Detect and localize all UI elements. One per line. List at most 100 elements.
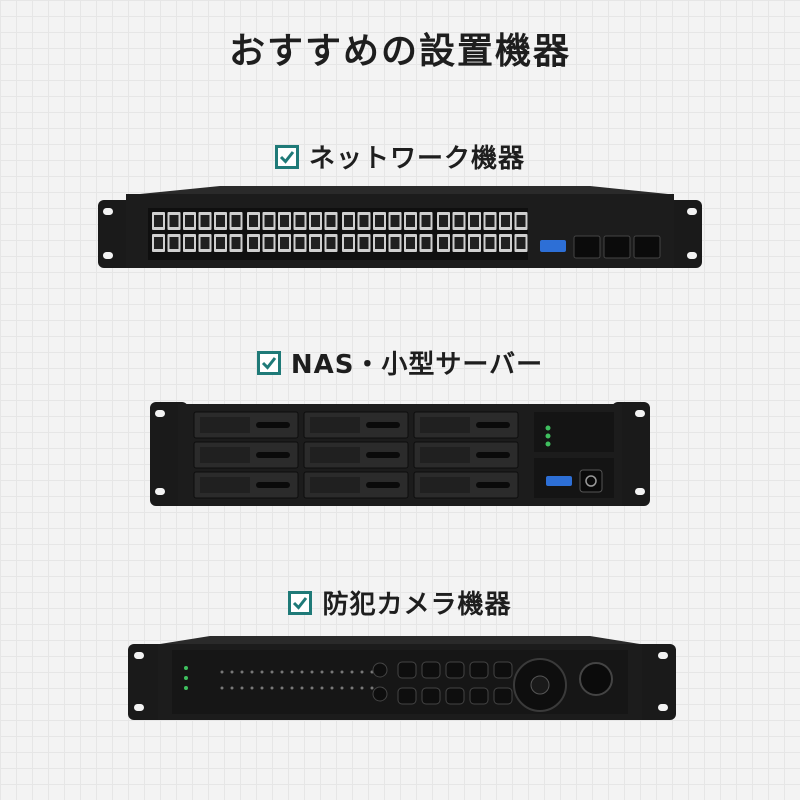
ethernet-port-socket [216, 215, 225, 227]
control-button [445, 661, 465, 679]
drive-bay-latch [256, 422, 290, 428]
control-button [493, 687, 513, 705]
drive-bay-latch [476, 482, 510, 488]
ethernet-port-socket [280, 215, 289, 227]
page-title: おすすめの設置機器 [228, 31, 571, 72]
checkbox-checked-icon [288, 590, 313, 615]
channel-led [250, 670, 254, 674]
ethernet-port-socket [344, 237, 353, 249]
channel-led [270, 670, 274, 674]
ethernet-port-socket [390, 215, 400, 227]
drive-bay-vent [420, 477, 470, 493]
channel-led [350, 686, 354, 690]
drive-bay-latch [256, 482, 290, 488]
channel-led [280, 686, 284, 690]
ethernet-port-socket [280, 237, 289, 249]
ethernet-port-socket [406, 215, 415, 227]
status-led [184, 686, 188, 690]
ethernet-port-socket [216, 237, 225, 249]
channel-led [310, 686, 314, 690]
control-button [397, 687, 417, 705]
checkbox-checked-icon [256, 350, 281, 375]
ethernet-port-socket [311, 237, 320, 249]
channel-led [320, 686, 324, 690]
ethernet-port-socket [200, 215, 210, 227]
control-button [469, 687, 489, 705]
ethernet-port-socket [295, 237, 305, 249]
channel-led [230, 686, 234, 690]
ethernet-port-socket [516, 237, 526, 249]
ethernet-port-socket [375, 215, 384, 227]
ethernet-port-socket [169, 215, 179, 227]
ethernet-port-socket [311, 215, 320, 227]
ethernet-port-socket [406, 237, 415, 249]
section-label-nas: NAS・小型サーバー [0, 344, 800, 381]
channel-led [370, 686, 374, 690]
ethernet-port-socket [326, 215, 336, 227]
control-button [421, 661, 441, 679]
ethernet-port-socket [485, 237, 495, 249]
ethernet-port-socket [454, 215, 464, 227]
channel-led [260, 686, 264, 690]
channel-led [340, 686, 344, 690]
ethernet-port-socket [439, 237, 448, 249]
ethernet-port-socket [231, 237, 241, 249]
control-buttons [372, 661, 513, 705]
ethernet-port-socket [249, 215, 258, 227]
ethernet-port-socket [169, 237, 179, 249]
section-label-camera: 防犯カメラ機器 [0, 584, 800, 621]
channel-led [250, 686, 254, 690]
drive-bay-vent [310, 417, 360, 433]
drive-bay-vent [200, 447, 250, 463]
channel-led [240, 686, 244, 690]
ethernet-port-socket [264, 237, 274, 249]
channel-led [300, 686, 304, 690]
ethernet-port-socket [200, 237, 210, 249]
section-label-text: 防犯カメラ機器 [322, 590, 512, 620]
ethernet-port-socket [359, 237, 369, 249]
ethernet-port-socket [154, 237, 163, 249]
ethernet-port-socket [264, 215, 274, 227]
ethernet-port-socket [295, 215, 305, 227]
channel-led [360, 686, 364, 690]
channel-led [220, 686, 224, 690]
channel-led [330, 686, 334, 690]
ethernet-port-socket [326, 237, 336, 249]
status-led [184, 676, 188, 680]
ethernet-port-socket [185, 237, 194, 249]
drive-bay-latch [256, 452, 290, 458]
channel-led [290, 686, 294, 690]
drive-bay-latch [366, 452, 400, 458]
ethernet-port-socket [344, 215, 353, 227]
channel-led [300, 670, 304, 674]
ethernet-port-socket [390, 237, 400, 249]
ethernet-port-socket [501, 237, 510, 249]
channel-led [280, 670, 284, 674]
channel-led [350, 670, 354, 674]
ethernet-port-socket [375, 237, 384, 249]
drive-bay-vent [420, 417, 470, 433]
drive-bay-vent [420, 447, 470, 463]
drive-bays [193, 411, 519, 499]
checkbox-checked-icon [274, 144, 299, 169]
control-button [445, 687, 465, 705]
channel-led [260, 670, 264, 674]
channel-led [270, 686, 274, 690]
ethernet-port-socket [439, 215, 448, 227]
channel-led [340, 670, 344, 674]
drive-bay-vent [310, 447, 360, 463]
control-button [421, 687, 441, 705]
round-button [372, 662, 388, 678]
ethernet-port-socket [421, 215, 431, 227]
channel-led [290, 670, 294, 674]
section-label-text: NAS・小型サーバー [290, 350, 544, 380]
control-button [493, 661, 513, 679]
channel-led [310, 670, 314, 674]
ethernet-port-socket [421, 237, 431, 249]
ethernet-port-socket [185, 215, 194, 227]
ethernet-port-socket [154, 215, 163, 227]
drive-bay-vent [200, 477, 250, 493]
